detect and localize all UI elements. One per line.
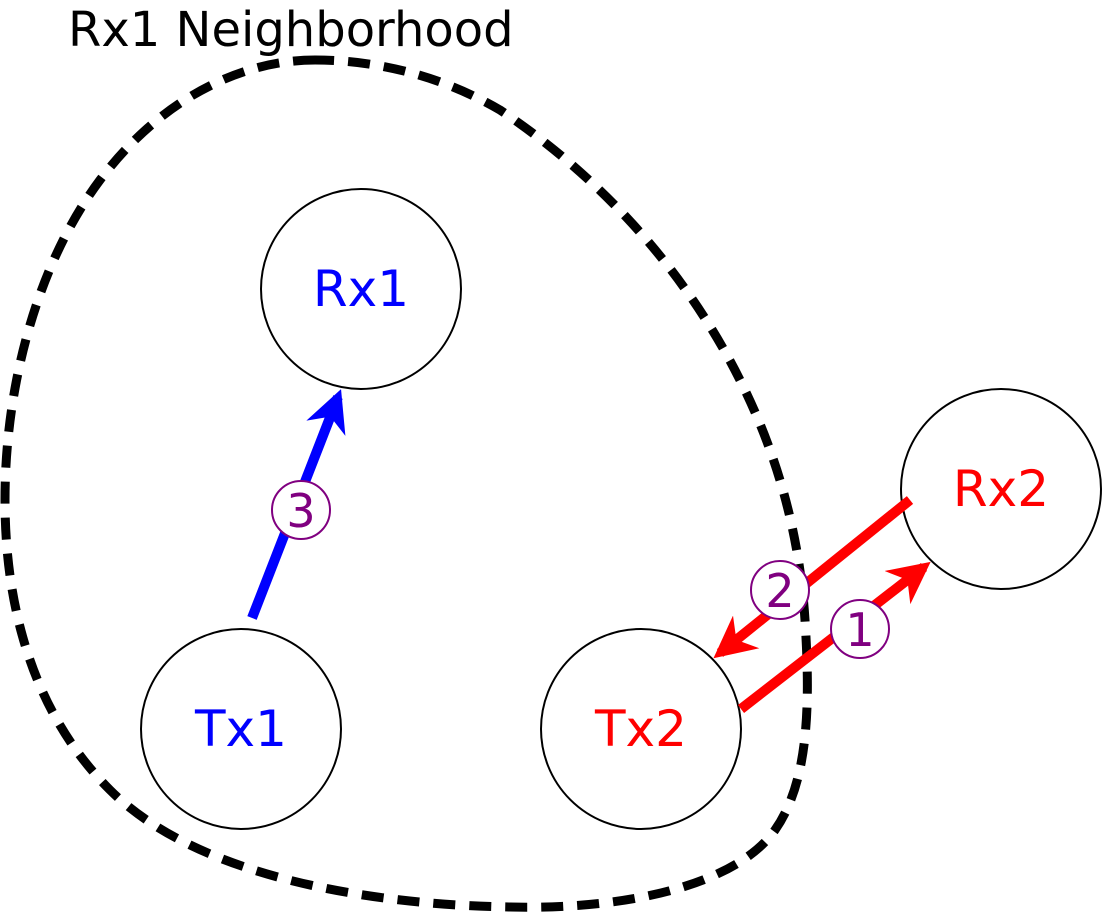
rx2-to-tx2-arrow: [713, 496, 914, 659]
step-3-label: 3: [286, 484, 315, 538]
rx1-label: Rx1: [313, 260, 409, 318]
step-2-marker: 2: [750, 560, 810, 620]
rx2-node: [900, 388, 1102, 590]
step-3-marker: 3: [271, 480, 331, 540]
neighborhood-boundary: [0, 55, 812, 912]
tx2-label: Tx2: [594, 700, 687, 758]
tx1-node: [140, 628, 342, 830]
step-1-marker: 1: [830, 599, 890, 659]
tx2-node: [540, 628, 742, 830]
rx1-node: [260, 188, 462, 390]
tx1-label: Tx1: [194, 700, 287, 758]
step-2-label: 2: [765, 564, 794, 618]
neighborhood-title: Rx1 Neighborhood: [68, 2, 514, 58]
step-1-label: 1: [845, 603, 874, 657]
rx2-label: Rx2: [953, 460, 1049, 518]
